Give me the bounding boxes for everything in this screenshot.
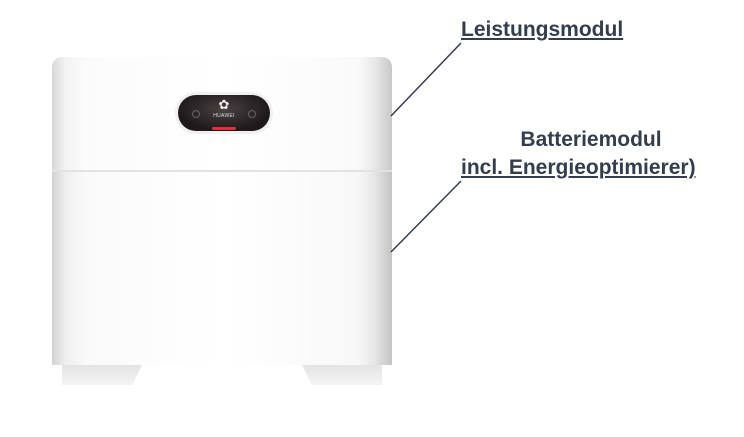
left-foot — [62, 365, 142, 385]
huawei-logo-icon: ✿ — [218, 97, 230, 112]
battery-storage-device: ✿ HUAWEI — [52, 57, 392, 385]
indicator-icon — [192, 110, 200, 118]
battery-module — [52, 172, 392, 365]
leader-line-power — [390, 42, 462, 117]
leader-line-battery — [390, 180, 462, 253]
battery-module-label: Batteriemodul — [520, 128, 662, 151]
module-divider — [52, 170, 392, 172]
status-led — [212, 127, 236, 130]
power-module-label: Leistungsmodul — [461, 18, 624, 41]
right-foot — [302, 365, 382, 385]
indicator-icon — [248, 110, 256, 118]
display-panel: ✿ HUAWEI — [178, 95, 270, 131]
battery-module-sublabel: incl. Energieoptimierer) — [461, 156, 696, 179]
brand-text: HUAWEI — [213, 113, 235, 119]
power-module: ✿ HUAWEI — [52, 57, 392, 171]
